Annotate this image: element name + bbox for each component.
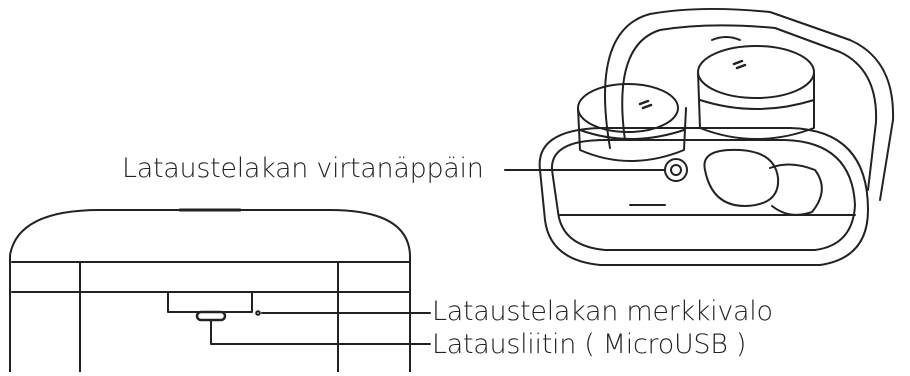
left-earbud-logo: [638, 99, 653, 110]
right-earbud: [697, 45, 815, 140]
case-lid-notch: [711, 36, 741, 41]
usb-recess: [167, 291, 253, 313]
charging-port-label: Latausliitin ( MicroUSB ): [432, 329, 747, 360]
right-earbud-logo: [732, 59, 747, 70]
right-earbud-top: [697, 45, 815, 99]
case-open-view: [538, 7, 895, 266]
power-button-label: Lataustelakan virtanäppäin: [122, 153, 484, 184]
right-earbud-band: [699, 99, 815, 110]
left-earbud-body: [577, 107, 687, 162]
port-leader-line: [210, 319, 431, 345]
left-earbud-top: [577, 83, 679, 133]
left-earbud-band: [579, 129, 685, 140]
left-earbud: [577, 83, 687, 162]
power-button-ring: [664, 158, 688, 182]
power-button-icon: [670, 164, 682, 176]
microusb-port-icon: [195, 310, 227, 322]
right-earbud-body: [697, 71, 815, 140]
indicator-led: [255, 310, 261, 316]
case-lid-inner: [621, 24, 878, 191]
case-base-rim: [550, 139, 856, 251]
earbud-tip: [769, 163, 823, 216]
case-base-outline: [538, 127, 869, 266]
earbud-slot: [703, 148, 780, 207]
case-lid: [604, 7, 895, 201]
case-front-view: [9, 208, 411, 373]
indicator-light-label: Lataustelakan merkkivalo: [432, 296, 773, 327]
